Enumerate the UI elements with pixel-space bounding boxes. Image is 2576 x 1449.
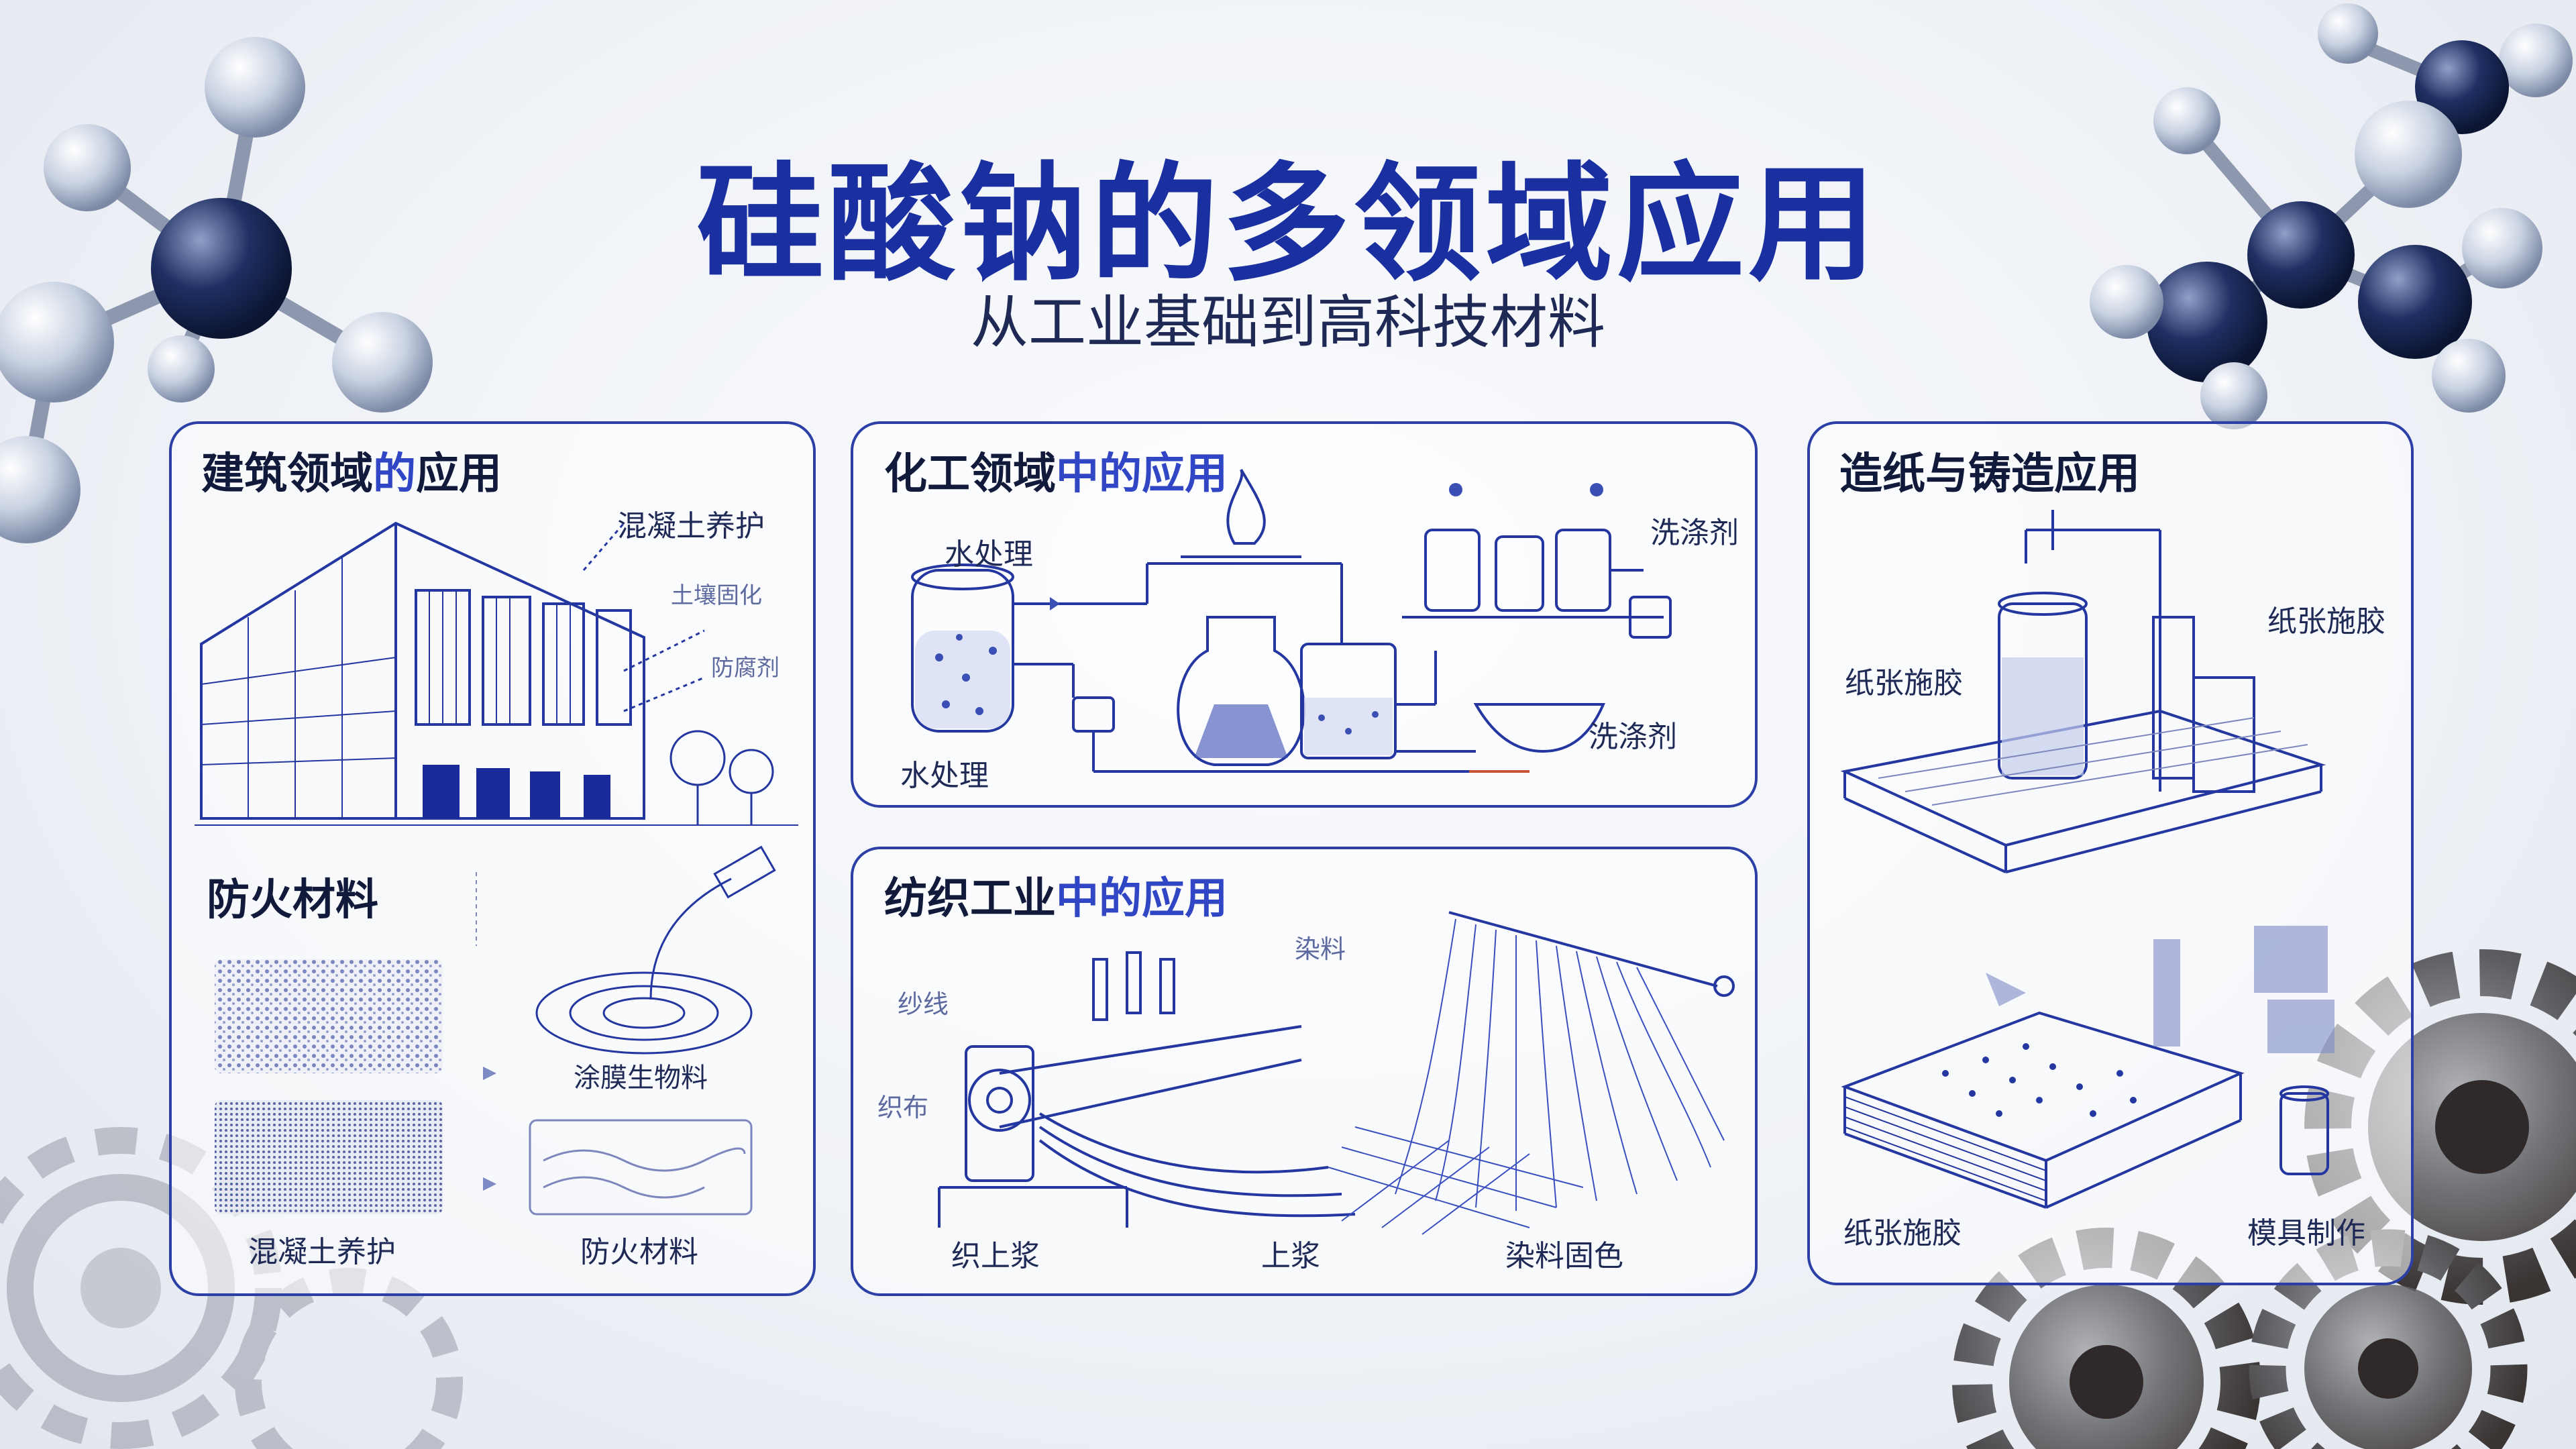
construction-label-1: 混凝土养护 [617, 509, 765, 543]
building-illustration [195, 521, 798, 826]
textile-label-4: 织上浆 [951, 1239, 1040, 1273]
chemical-label-3: 洗涤剂 [1650, 516, 1739, 550]
fire-label-3: 防火材料 [580, 1235, 698, 1269]
chemical-label-4: 洗涤剂 [1589, 720, 1677, 754]
textile-label-1: 纱线 [898, 989, 949, 1019]
construction-label-3: 防腐剂 [711, 655, 780, 682]
panel-paper-title: 造纸与铸造应用 [1839, 449, 2140, 499]
fire-label-1: 涂膜生物料 [574, 1063, 708, 1093]
panel-textile-title-main: 纺织工业 [884, 874, 1056, 924]
panel-construction-title: 建筑领域的应用 [201, 439, 502, 501]
textile-label-2: 染料 [1295, 934, 1346, 964]
molecule-decoration-left [0, 37, 433, 543]
molecule-decoration-right [2090, 3, 2573, 429]
paper-stack-illustration [1841, 926, 2334, 1209]
panel-construction-title-end: 应用 [416, 449, 502, 499]
paper-label-4: 模具制作 [2247, 1216, 2365, 1250]
panel-textile-title: 纺织工业中的应用 [884, 864, 1228, 926]
panel-construction-title-highlight: 的 [373, 449, 416, 499]
panel-chemical-title: 化工领域中的应用 [884, 439, 1228, 501]
page-subtitle: 从工业基础到高科技材料 [971, 289, 1605, 356]
panel-textile-title-highlight: 中的应用 [1056, 874, 1228, 924]
fire-material-title: 防火材料 [207, 875, 378, 925]
water-treatment-diagram [911, 468, 1672, 773]
paper-label-1: 纸张施胶 [2267, 604, 2385, 639]
panel-chemical-title-highlight: 中的应用 [1056, 449, 1228, 499]
fire-label-2: 混凝土养护 [248, 1235, 396, 1269]
panel-chemical-title-main: 化工领域 [884, 449, 1056, 499]
panel-paper [1807, 421, 2414, 1285]
textile-label-3: 织布 [877, 1093, 929, 1122]
textile-label-5: 上浆 [1261, 1239, 1320, 1273]
panel-construction-title-main: 建筑领域 [201, 449, 373, 499]
chemical-label-1: 水处理 [945, 537, 1033, 572]
fire-material-illustrations [215, 845, 776, 1216]
page-title: 硅酸钠的多领域应用 [696, 150, 1880, 299]
textile-machine-illustration [938, 911, 1735, 1235]
chemical-label-2: 水处理 [900, 759, 989, 793]
paper-label-3: 纸张施胶 [1843, 1216, 1962, 1250]
construction-label-2: 土壤固化 [671, 582, 762, 609]
paper-label-2: 纸张施胶 [1845, 666, 1963, 700]
paper-machine-illustration [1840, 510, 2326, 873]
textile-label-6: 染料固色 [1505, 1239, 1623, 1273]
